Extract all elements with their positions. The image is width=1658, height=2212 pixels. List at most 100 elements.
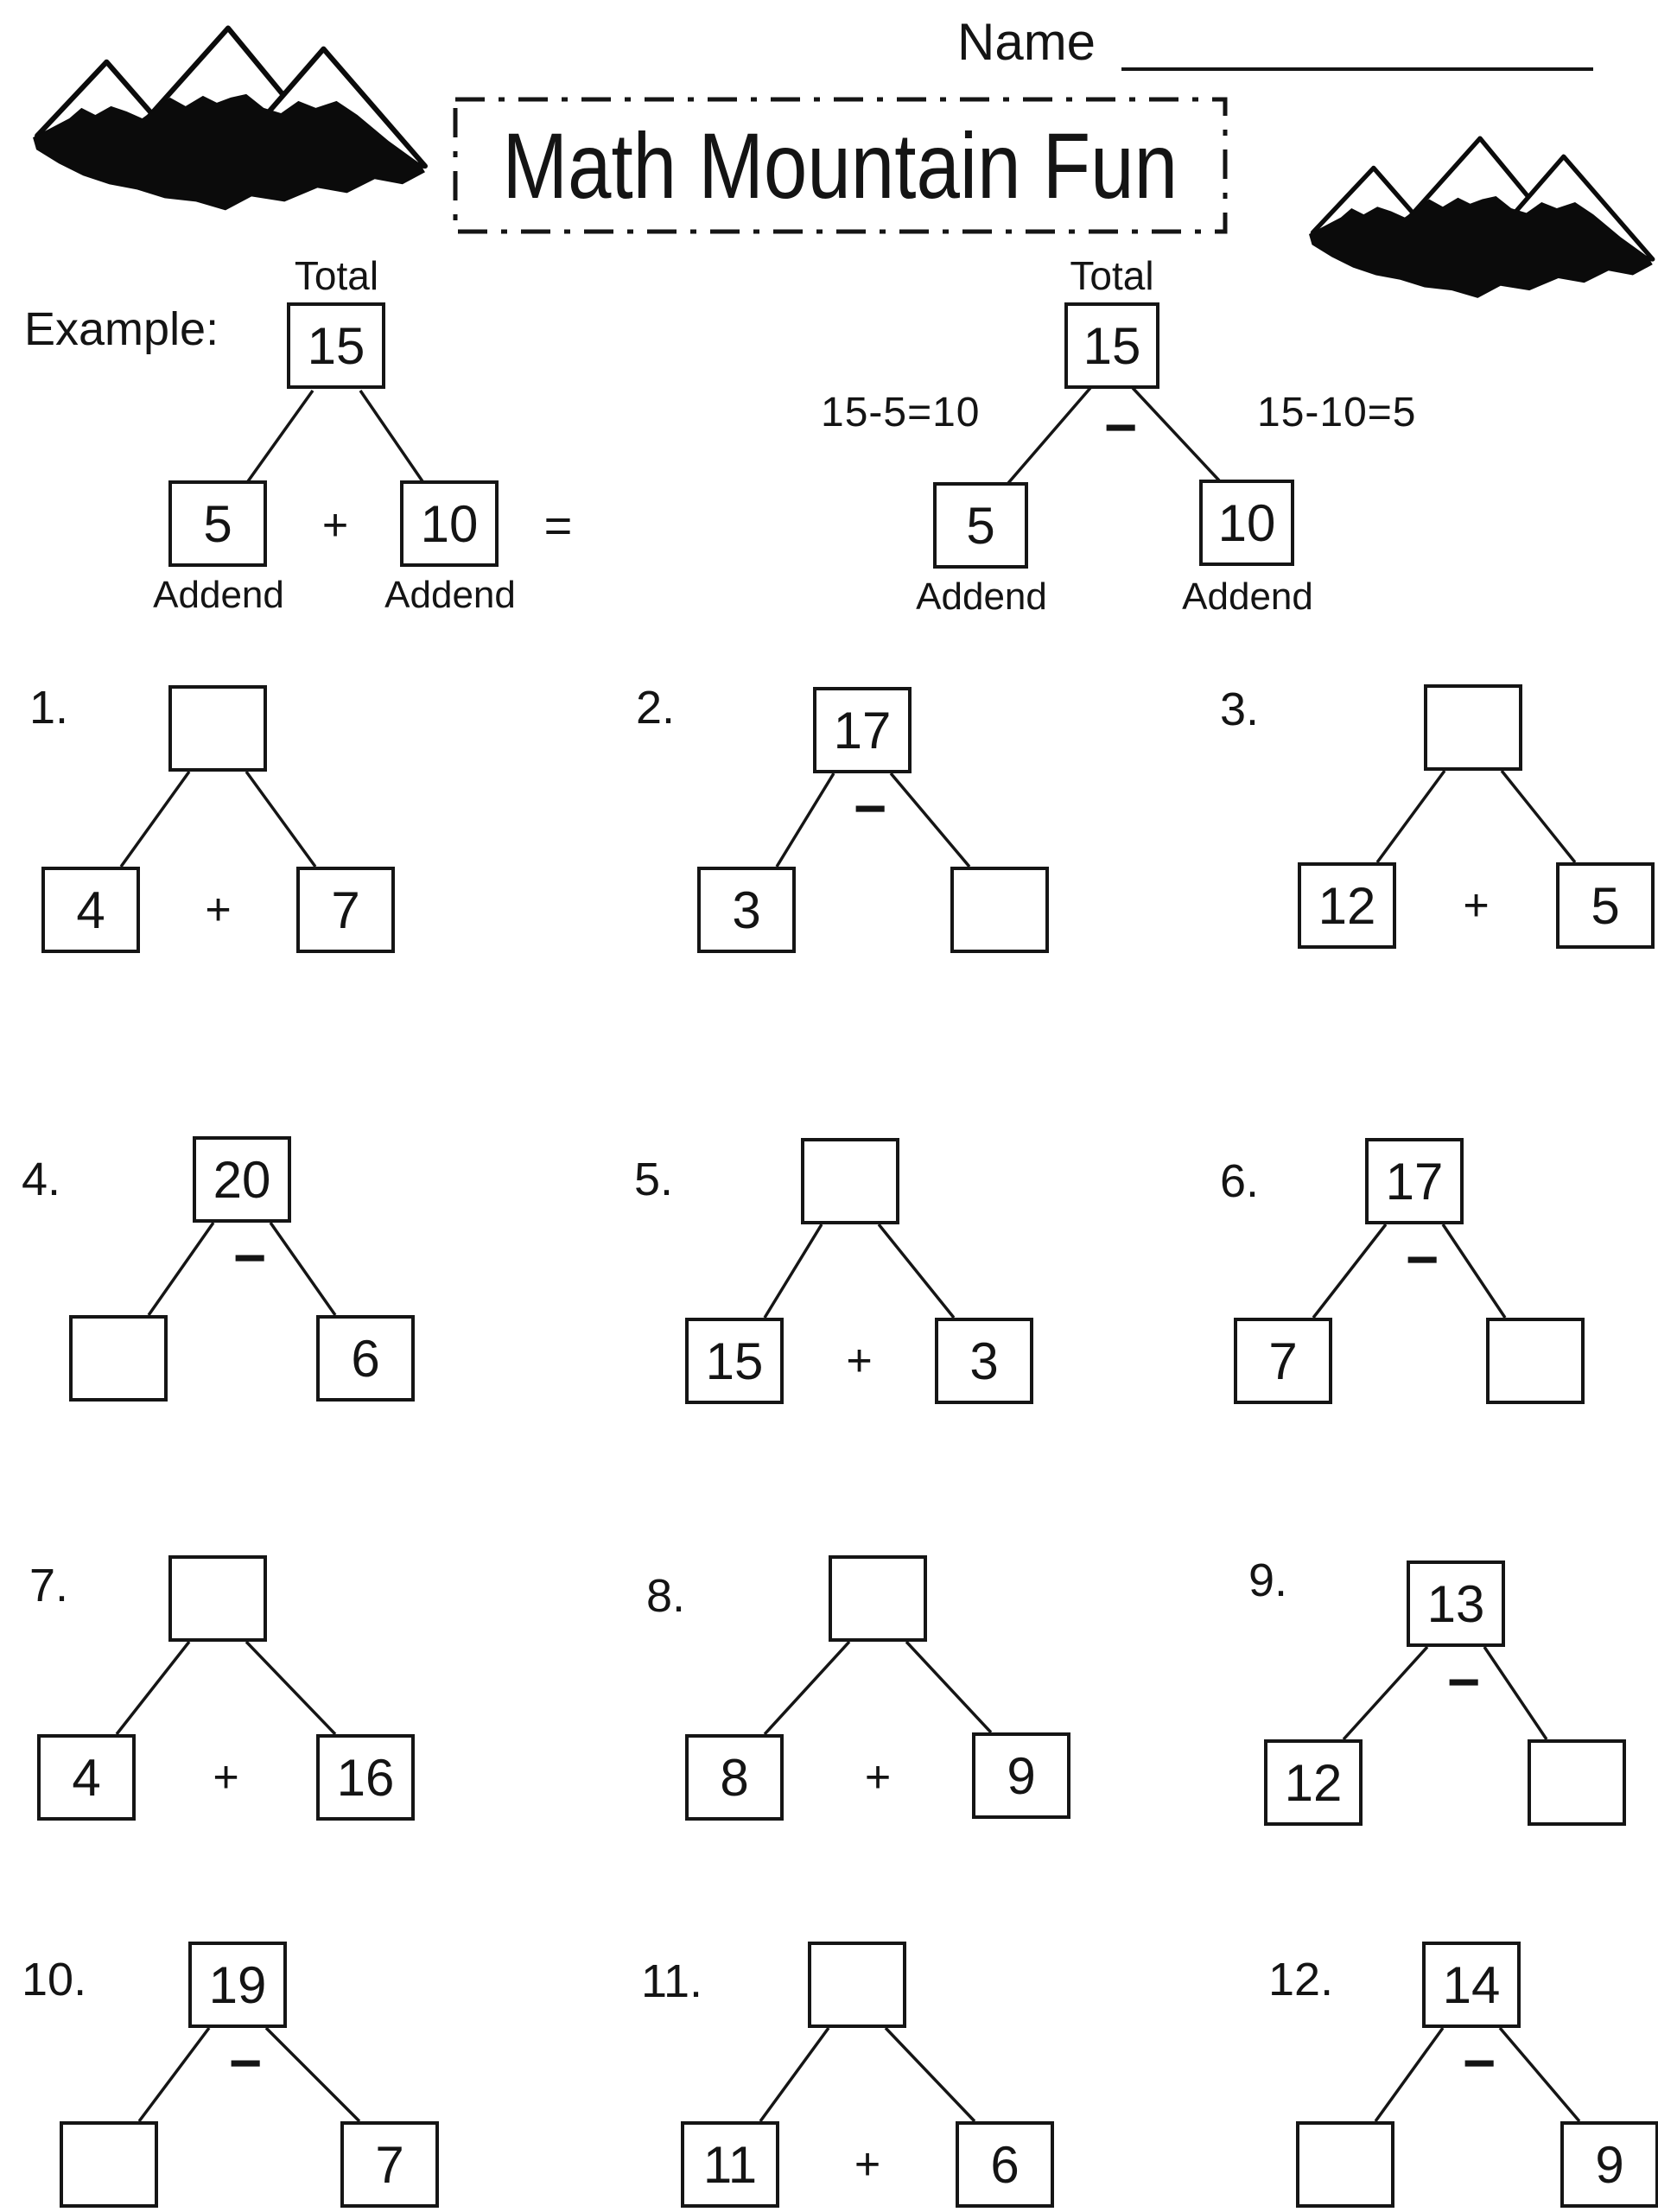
minus-operator: − [1462, 2031, 1496, 2094]
addend-box-left: 4 [41, 867, 140, 953]
plus-operator: + [205, 885, 232, 935]
addend-caption: Addend [1182, 575, 1313, 618]
total-label: Total [294, 253, 379, 298]
addend-caption: Addend [384, 574, 516, 616]
addend-box-right: 5 [1556, 862, 1655, 949]
box-value: 16 [336, 1748, 395, 1807]
addend-box-right: 9 [972, 1732, 1070, 1819]
example-total-box: 15 [287, 302, 385, 389]
addend-box-left-answer[interactable] [1296, 2121, 1394, 2208]
addend-box-left-answer[interactable] [60, 2121, 158, 2208]
minus-operator: − [853, 776, 887, 840]
minus-operator: − [1103, 395, 1138, 459]
example-addend-box-left: 5 [168, 480, 267, 567]
total-box: 17 [813, 687, 912, 773]
minus-operator: − [1446, 1649, 1481, 1713]
problem-number: 10. [22, 1954, 87, 2005]
example-sub-addend-box-right: 10 [1199, 480, 1294, 566]
addend-box-right: 7 [340, 2121, 439, 2208]
addend-box-right-answer[interactable] [1528, 1739, 1626, 1826]
total-box-answer[interactable] [808, 1942, 906, 2028]
addend-value: 5 [966, 496, 995, 555]
total-box-answer[interactable] [168, 685, 267, 772]
box-value: 11 [702, 2135, 758, 2194]
addend-box-right: 16 [316, 1734, 415, 1821]
total-box-answer[interactable] [829, 1555, 927, 1642]
addend-box-right: 3 [935, 1318, 1033, 1404]
box-value: 20 [213, 1150, 271, 1209]
subtraction-equation-left: 15-5=10 [821, 390, 981, 435]
total-box: 14 [1422, 1942, 1521, 2028]
plus-operator: + [213, 1752, 239, 1802]
minus-operator: − [1405, 1227, 1439, 1291]
equals-sign: = [543, 498, 573, 553]
problem-number: 1. [29, 682, 69, 734]
minus-operator: − [228, 2031, 263, 2094]
problem-number: 12. [1268, 1954, 1334, 2005]
total-label: Total [1070, 253, 1154, 298]
name-label: Name [957, 13, 1096, 71]
minus-operator: − [232, 1225, 267, 1289]
addend-box-right-answer[interactable] [950, 867, 1049, 953]
addend-box-left: 8 [685, 1734, 784, 1821]
example-addend-box-right: 10 [400, 480, 499, 567]
problem-number: 11. [641, 1955, 703, 2007]
addend-box-left: 12 [1298, 862, 1396, 949]
addend-box-left: 15 [685, 1318, 784, 1404]
addend-box-right: 7 [296, 867, 395, 953]
total-box-answer[interactable] [801, 1138, 899, 1224]
subtraction-equation-right: 15-10=5 [1257, 390, 1417, 435]
problem-number: 5. [634, 1154, 674, 1205]
box-value: 9 [1595, 2135, 1624, 2194]
box-value: 9 [1007, 1746, 1036, 1805]
example-label: Example: [24, 303, 219, 355]
addend-box-right: 9 [1560, 2121, 1658, 2208]
total-box: 17 [1365, 1138, 1464, 1224]
box-value: 8 [720, 1748, 749, 1807]
problem-number: 9. [1248, 1554, 1288, 1606]
addend-value: 5 [203, 494, 232, 553]
example-sub-total-box: 15 [1064, 302, 1159, 389]
example-sub-addend-box-left: 5 [933, 482, 1028, 569]
box-value: 14 [1442, 1955, 1501, 2014]
addend-box-left: 12 [1264, 1739, 1363, 1826]
addend-value: 10 [1217, 493, 1276, 552]
total-box: 13 [1407, 1560, 1505, 1647]
mountains-art-right [1309, 136, 1655, 298]
total-value: 15 [1083, 316, 1141, 375]
plus-operator: + [846, 1336, 873, 1386]
box-value: 13 [1426, 1574, 1485, 1633]
addend-box-left: 4 [37, 1734, 136, 1821]
box-value: 7 [1268, 1332, 1298, 1390]
name-blank-line[interactable] [1121, 67, 1593, 71]
addend-box-right: 6 [956, 2121, 1054, 2208]
box-value: 7 [331, 880, 360, 939]
problem-number: 2. [636, 682, 676, 734]
problem-number: 6. [1220, 1155, 1260, 1207]
total-box-answer[interactable] [1424, 684, 1522, 771]
box-value: 19 [208, 1955, 267, 2014]
total-value: 15 [307, 316, 365, 375]
total-box: 20 [193, 1136, 291, 1223]
box-value: 17 [833, 701, 892, 760]
box-value: 3 [969, 1332, 999, 1390]
addend-box-right-answer[interactable] [1486, 1318, 1585, 1404]
box-value: 12 [1284, 1753, 1343, 1812]
box-value: 4 [76, 880, 105, 939]
box-value: 5 [1591, 876, 1620, 935]
box-value: 15 [705, 1332, 764, 1390]
problem-number: 8. [646, 1570, 686, 1622]
addend-box-left: 11 [681, 2121, 779, 2208]
addend-box-left-answer[interactable] [69, 1315, 168, 1402]
total-box-answer[interactable] [168, 1555, 267, 1642]
box-value: 12 [1318, 876, 1376, 935]
page-title: Math Mountain Fun [502, 113, 1178, 218]
plus-operator: + [854, 2139, 881, 2190]
total-box: 19 [188, 1942, 287, 2028]
addend-box-left: 3 [697, 867, 796, 953]
plus-operator: + [321, 500, 349, 550]
box-value: 3 [732, 880, 761, 939]
addend-box-right: 6 [316, 1315, 415, 1402]
